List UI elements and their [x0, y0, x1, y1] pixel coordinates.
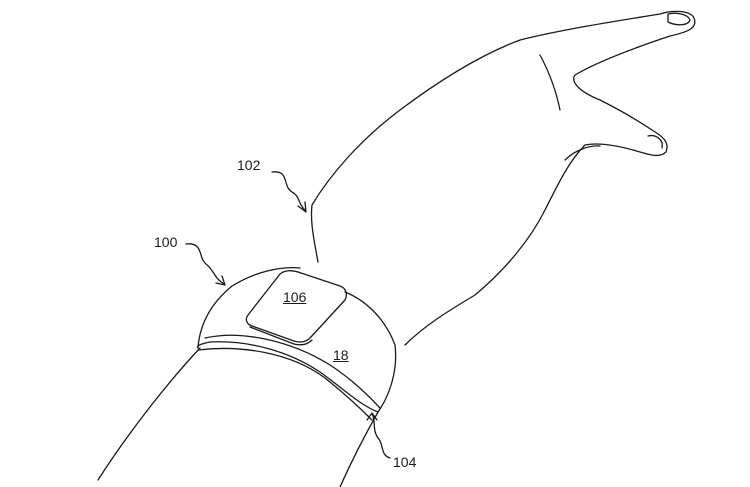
module-edge — [249, 326, 313, 346]
band-bottom-edge — [197, 347, 373, 421]
finger-nail — [667, 12, 691, 26]
thumb-nail — [647, 134, 663, 149]
module-outline — [245, 270, 347, 343]
arrow-102 — [271, 171, 306, 211]
knuckle-line — [539, 54, 561, 111]
hand-outline — [310, 10, 696, 346]
arrow-100-head — [215, 275, 226, 286]
band-outer — [196, 266, 397, 413]
label-100: 100 — [154, 234, 178, 250]
label-102: 102 — [237, 157, 261, 173]
forearm-lower — [339, 411, 379, 487]
band-inner-edge — [204, 334, 381, 409]
label-106: 106 — [283, 289, 307, 305]
forearm-upper — [97, 347, 201, 481]
arrow-102-head — [297, 201, 307, 213]
arrow-104-head — [366, 412, 378, 421]
thumb-fold — [564, 145, 601, 161]
label-18: 18 — [333, 347, 349, 363]
arrow-100 — [185, 243, 225, 285]
label-104: 104 — [393, 454, 417, 470]
arrow-104 — [371, 413, 391, 459]
